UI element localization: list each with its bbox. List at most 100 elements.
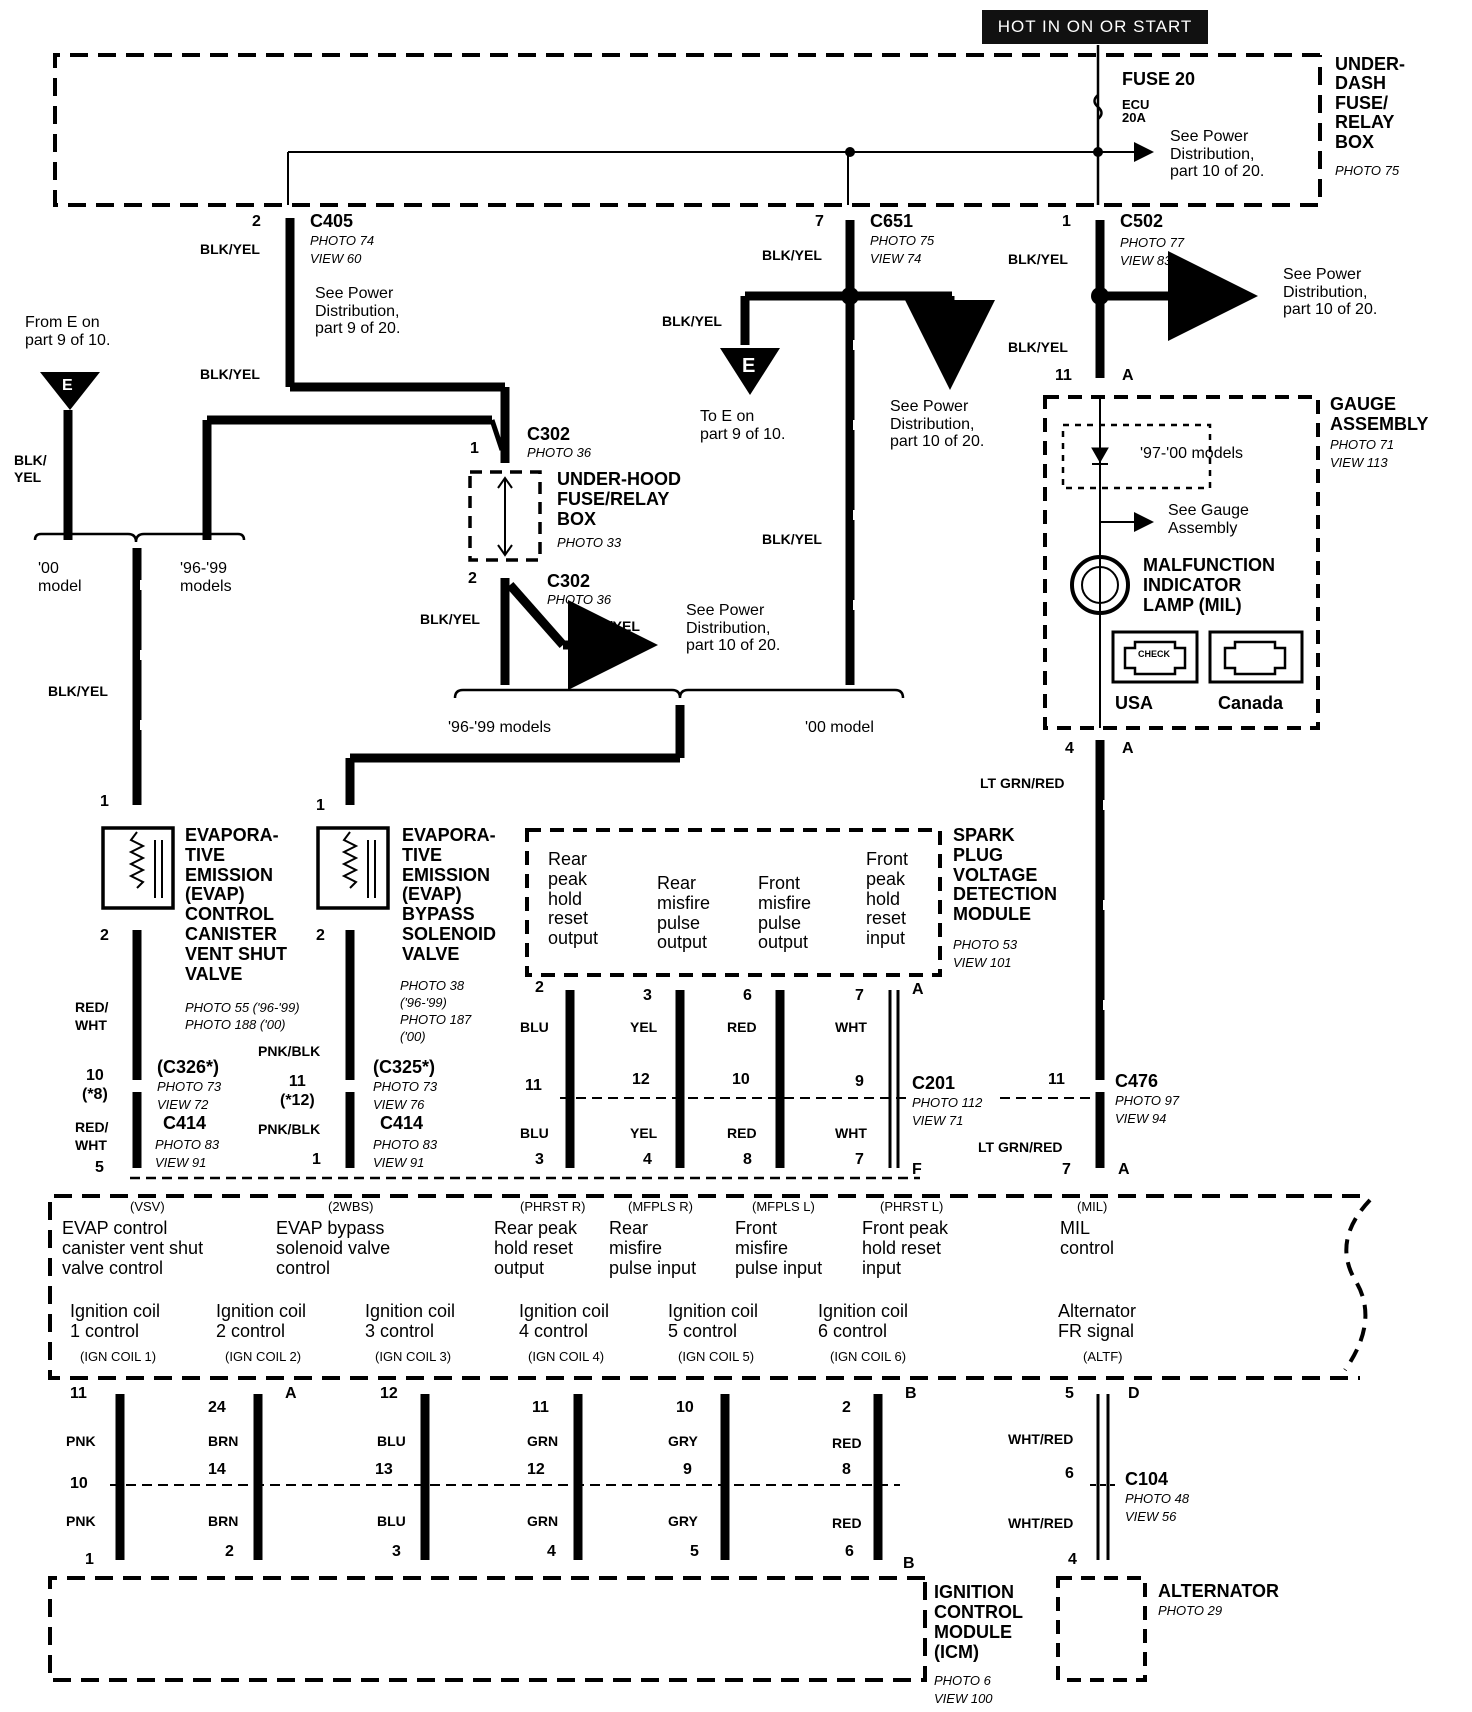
spark-pin-mid-4: 9 (855, 1073, 864, 1090)
ecm-func-altf: Alternator FR signal (1058, 1301, 1137, 1341)
gauge-pin-a: A (1122, 367, 1134, 384)
ecm-func-ign2: Ignition coil 2 control (216, 1301, 307, 1341)
to-e-note: To E on part 9 of 10. (700, 408, 786, 443)
models-9699-left: '96-'99 models (180, 560, 232, 595)
wire-label-pnk: PNK (66, 1433, 96, 1449)
c414-photo-left: PHOTO 83 (155, 1137, 220, 1152)
evap1-pin-2: 2 (100, 927, 109, 944)
ecm-code-ign3: (IGN COIL 3) (375, 1349, 452, 1364)
ecm-func-2wbs: EVAP bypass solenoid valve control (276, 1218, 391, 1279)
c325-view: VIEW 76 (373, 1097, 425, 1112)
underdash-photo: PHOTO 75 (1335, 163, 1400, 178)
e-triangle-right (720, 348, 780, 395)
spark-col-rear-misfire: Rear misfire pulse output (657, 873, 710, 953)
wire-label-red: RED (832, 1435, 862, 1451)
c104-photo: PHOTO 48 (1125, 1491, 1190, 1506)
c302-label-top: C302 (527, 424, 571, 444)
wire-label-lt-grn-red: LT GRN/RED (978, 1139, 1063, 1155)
c502-view: VIEW 83 (1120, 253, 1172, 268)
wire-label-gry: GRY (668, 1513, 698, 1529)
c414-label-right: C414 (380, 1113, 424, 1133)
wire-label-wht: WHT (835, 1125, 867, 1141)
wire-label-brn: BRN (208, 1513, 239, 1529)
evap-vent-valve-photos: PHOTO 55 ('96-'99) PHOTO 188 ('00) (185, 1000, 300, 1032)
c651-label: C651 (870, 211, 914, 231)
c326-photo: PHOTO 73 (157, 1079, 222, 1094)
fuse-20-label: FUSE 20 (1122, 69, 1196, 89)
ecm-code-phrst-r: (PHRST R) (520, 1199, 586, 1214)
c325-label: (C325*) (373, 1057, 436, 1077)
wire-label-yel: YEL (630, 1125, 658, 1141)
ign-pin-mid-4: 12 (527, 1461, 545, 1478)
underhood-box-outline (468, 470, 542, 562)
wire-label-blu: BLU (377, 1513, 406, 1529)
underhood-photo: PHOTO 33 (557, 535, 622, 550)
c414-view-right: VIEW 91 (373, 1155, 425, 1170)
ecm-func-phrst-r: Rear peak hold reset output (494, 1218, 578, 1279)
ign-pin-mid-2: 14 (208, 1461, 226, 1478)
gauge-pin-a2: A (1122, 740, 1134, 757)
spark-pin-top-4: 7 (855, 987, 864, 1004)
ign-pin-mid-3: 13 (375, 1461, 393, 1478)
ecm-code-mfpls-r: (MFPLS R) (628, 1199, 693, 1214)
ign-pin-bot-5: 5 (690, 1543, 699, 1560)
alternator-box-outline (1056, 1576, 1147, 1682)
check-icon-text: CHECK (1138, 649, 1171, 659)
evap-bypass-valve-photos: PHOTO 38 ('96-'99) PHOTO 187 ('00) (400, 978, 472, 1044)
ign-pin-bot-1: 1 (85, 1551, 94, 1568)
see-power-dist-c651: See Power Distribution, part 10 of 20. (890, 398, 985, 451)
wire-label-wht: WHT (835, 1019, 867, 1035)
e-triangle-left (40, 372, 100, 410)
wire-label-blk-yel: BLK/YEL (200, 366, 260, 382)
ign-pin-a: A (285, 1385, 297, 1402)
ign-pin-b-top: B (905, 1385, 917, 1402)
wire-label-wht-red: WHT/RED (1008, 1515, 1074, 1531)
ecm-func-mfpls-l: Front misfire pulse input (735, 1218, 823, 1279)
fuse-rating: ECU 20A (1122, 97, 1150, 125)
wire-label-pnk-blk: PNK/BLK (258, 1043, 321, 1059)
c476-pin-7: 7 (1062, 1161, 1071, 1178)
spark-module-title: SPARK PLUG VOLTAGE DETECTION MODULE (953, 825, 1058, 925)
ecm-func-vsv: EVAP control canister vent shut valve co… (62, 1218, 204, 1279)
icm-box-outline (48, 1576, 927, 1682)
wire-label-blk-yel: BLK/YEL (762, 531, 822, 547)
evap2-pin-1: 1 (316, 797, 325, 814)
wire-label-blk-yel: BLK/YEL (1008, 339, 1068, 355)
wire-label-blu: BLU (377, 1433, 406, 1449)
see-power-dist-top: See Power Distribution, part 10 of 20. (1170, 128, 1265, 181)
spark-col-front-misfire: Front misfire pulse output (758, 873, 811, 953)
usa-label: USA (1115, 693, 1154, 713)
canada-label: Canada (1218, 693, 1284, 713)
spark-pin-mid-2: 12 (632, 1071, 650, 1088)
wire-label-red: RED (727, 1019, 757, 1035)
ign-pin-bot-2: 2 (225, 1543, 234, 1560)
spark-module-outline (525, 828, 942, 977)
ecm-func-ign5: Ignition coil 5 control (668, 1301, 759, 1341)
gauge-assembly-title: GAUGE ASSEMBLY (1330, 394, 1429, 434)
ign-pin-bot-6: 6 (845, 1543, 854, 1560)
wire-label-lt-grn-red: LT GRN/RED (980, 775, 1065, 791)
gauge-view: VIEW 113 (1330, 455, 1388, 470)
alternator-photo: PHOTO 29 (1158, 1603, 1223, 1618)
c302-photo-top: PHOTO 36 (527, 445, 592, 460)
c405-label: C405 (310, 211, 354, 231)
ign-pin-top-3: 12 (380, 1385, 398, 1402)
spark-pin-top-3: 6 (743, 987, 752, 1004)
c502-pin: 1 (1062, 213, 1071, 230)
wire-label-blk-yel: BLK/YEL (580, 618, 640, 634)
c201-view: VIEW 71 (912, 1113, 964, 1128)
ign-pin-top-2: 24 (208, 1399, 226, 1416)
wire-label-blk-yel: BLK/YEL (762, 247, 822, 263)
c405-view: VIEW 60 (310, 251, 362, 266)
wire-label-blk-yel: BLK/YEL (200, 241, 260, 257)
c651-pin: 7 (815, 213, 824, 230)
c476-pin-11: 11 (1048, 1071, 1065, 1088)
c201-photo: PHOTO 112 (912, 1095, 983, 1110)
c414-pin-5: 5 (95, 1159, 104, 1176)
spark-col-front-peak: Front peak hold reset input (866, 849, 909, 949)
spark-module-photo: PHOTO 53 (953, 937, 1018, 952)
alt-pin-d: D (1128, 1385, 1140, 1402)
ecm-code-ign4: (IGN COIL 4) (528, 1349, 605, 1364)
wire-label-grn: GRN (527, 1513, 559, 1529)
c476-photo: PHOTO 97 (1115, 1093, 1180, 1108)
